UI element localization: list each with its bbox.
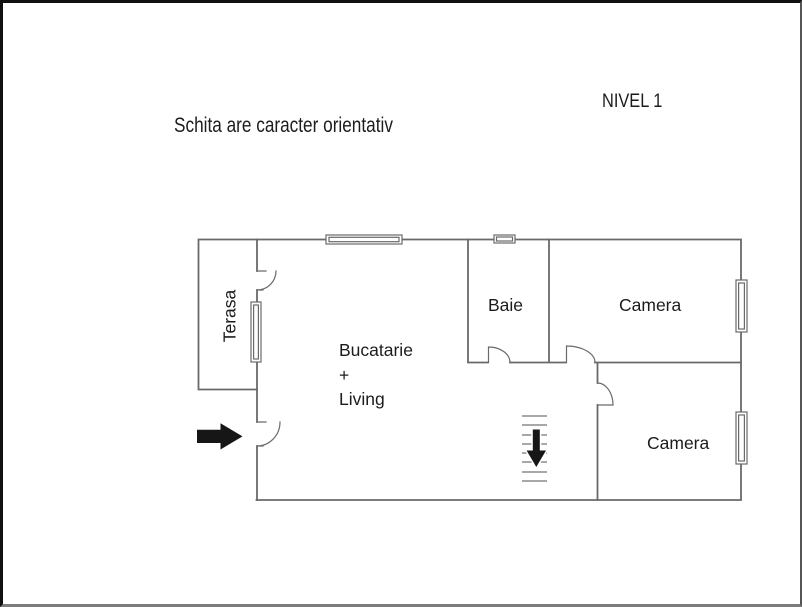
outer-walls [197, 238, 742, 501]
stairs-down-arrow-icon [523, 428, 549, 470]
room-label-kitchen-living: Bucatarie + Living [339, 338, 413, 412]
room-label-bathroom: Baie [488, 295, 524, 315]
entrance-door-arc [256, 421, 281, 447]
window-terasa [250, 301, 262, 363]
walls [197, 238, 742, 501]
window-top-small [493, 234, 516, 244]
bathroom-door-arc [487, 346, 511, 364]
interior-walls [256, 238, 742, 501]
kitchen-label-line1: Bucatarie [339, 340, 413, 360]
bedroom-top-door-arc [565, 345, 596, 364]
window-right-top [735, 279, 748, 333]
windows [250, 234, 748, 465]
entrance-right-arrow-icon [197, 423, 243, 450]
disclaimer-text: Schita are caracter orientativ [174, 113, 393, 137]
terasa-door-arc [256, 270, 277, 291]
window-top-large [325, 234, 403, 245]
room-label-terasa: Terasa [219, 289, 240, 343]
bedroom-bottom-door-arc [596, 382, 614, 406]
door-swings [256, 270, 614, 447]
kitchen-label-line2: + [339, 364, 350, 385]
kitchen-label-line3: Living [339, 389, 385, 409]
level-label: NIVEL 1 [602, 90, 663, 112]
window-right-bottom [735, 411, 748, 465]
room-label-bedroom-top: Camera [619, 295, 682, 315]
room-label-bedroom-bottom: Camera [647, 433, 710, 453]
